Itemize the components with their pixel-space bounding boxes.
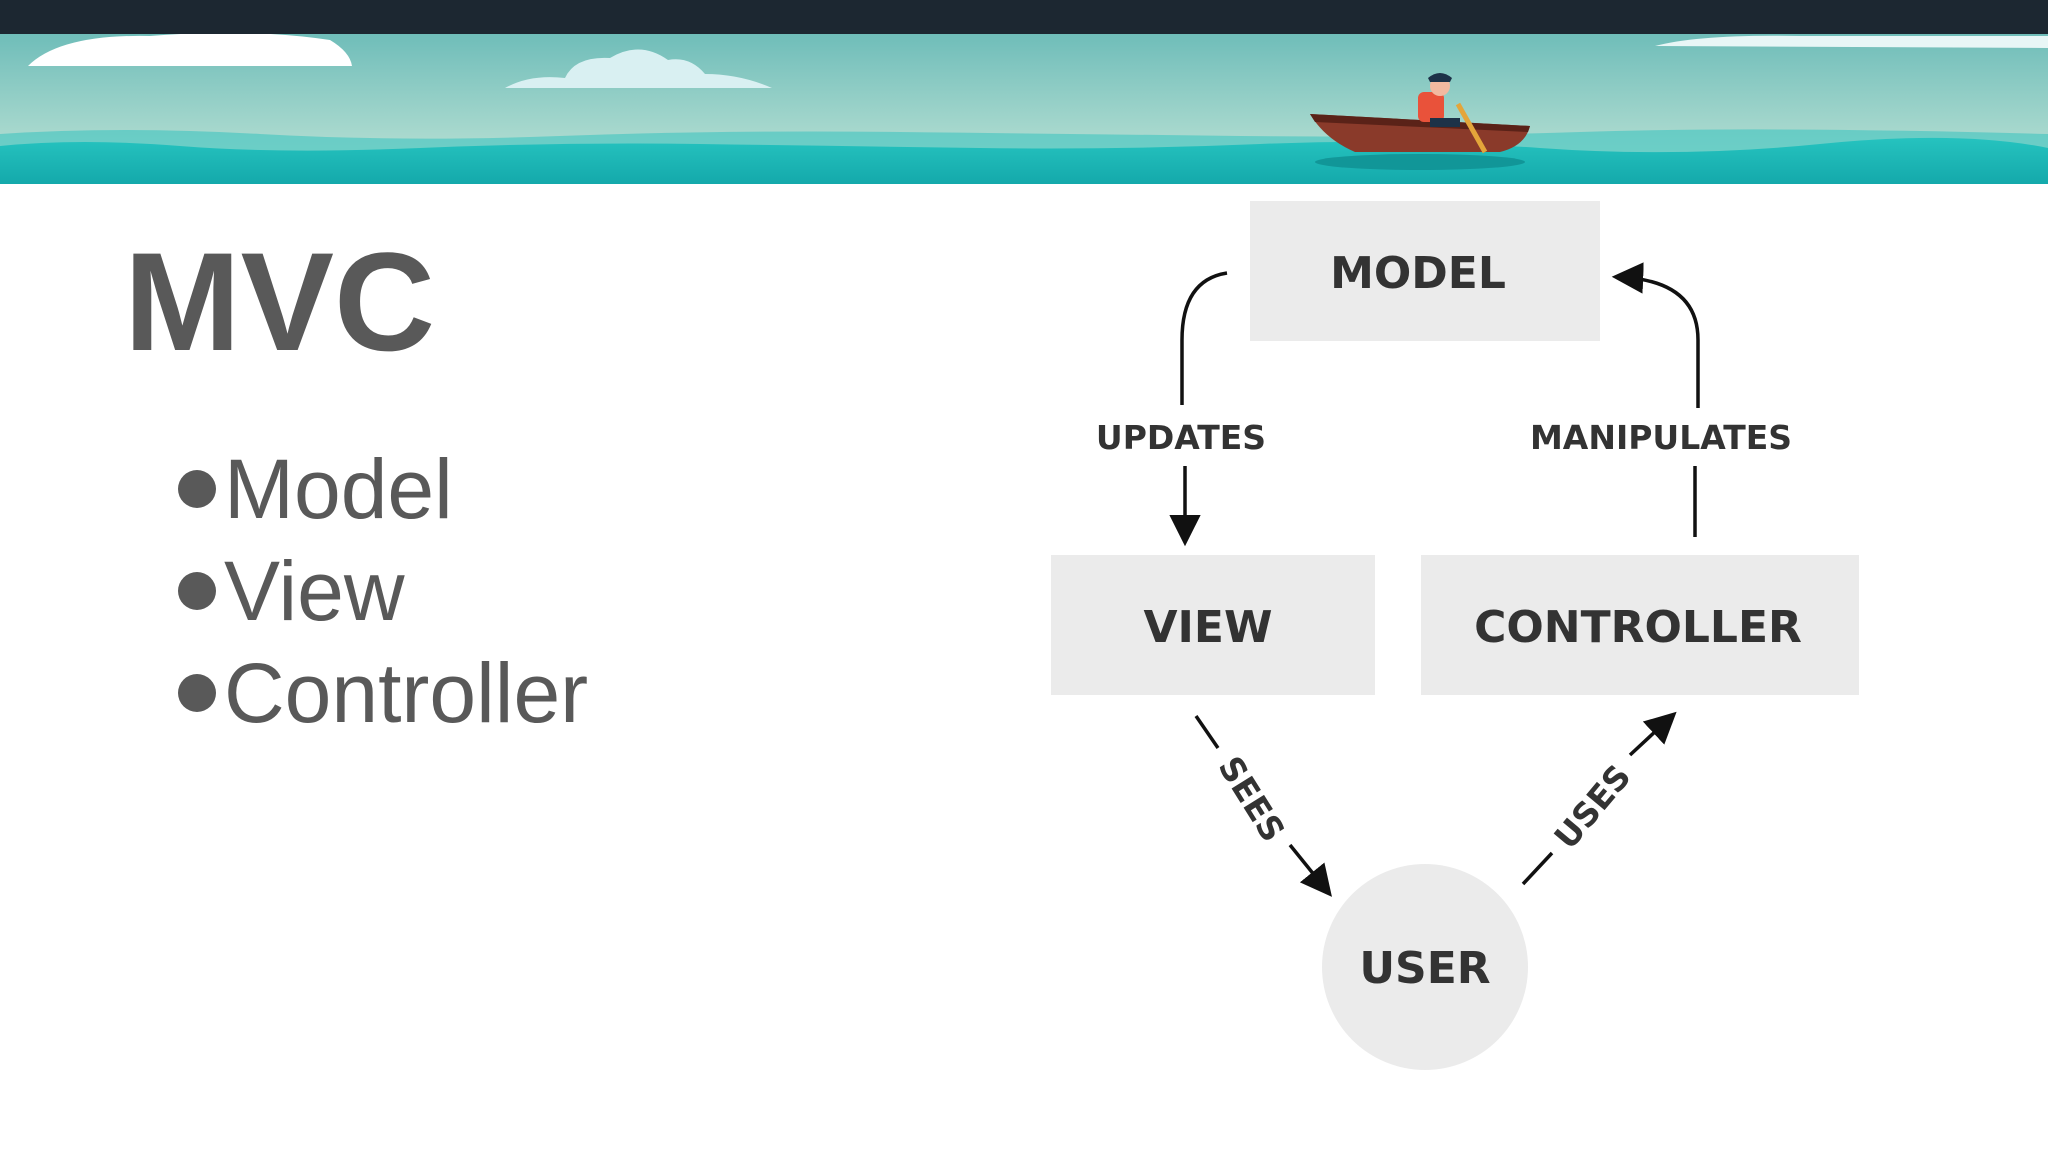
- bullet-item-controller: Controller: [178, 642, 588, 744]
- cloud-right: [1655, 35, 2048, 48]
- uses-arrow-line-start: [1521, 851, 1554, 886]
- controller-node-label: CONTROLLER: [1474, 602, 1802, 653]
- uses-arrow-line-end: [1628, 711, 1677, 757]
- bullet-dot-icon: [178, 674, 216, 712]
- controller-node: [1421, 555, 1859, 695]
- sees-edge-label: SEES: [1211, 749, 1293, 848]
- bullet-item-view: View: [178, 540, 588, 642]
- bullet-dot-icon: [178, 572, 216, 610]
- updates-arrow-curve: [1180, 271, 1228, 405]
- manipulates-edge-label: MANIPULATES: [1530, 418, 1792, 457]
- bullet-dot-icon: [178, 470, 216, 508]
- updates-edge-label: UPDATES: [1096, 418, 1266, 457]
- slide-title: MVC: [124, 223, 436, 380]
- boat-icon: [1310, 73, 1530, 154]
- uses-edge-label: USES: [1546, 757, 1638, 856]
- view-node: [1051, 555, 1375, 695]
- sees-arrow-line-end: [1288, 843, 1332, 897]
- sees-arrow-line-start: [1194, 715, 1220, 749]
- cloud-middle: [505, 49, 772, 88]
- top-bar: [0, 0, 2048, 34]
- bullet-item-model: Model: [178, 438, 588, 540]
- cloud-left: [28, 34, 352, 66]
- model-node-label: MODEL: [1330, 248, 1506, 299]
- ocean-banner-illustration: [0, 34, 2048, 184]
- view-node-label: VIEW: [1143, 602, 1272, 653]
- model-node: [1250, 201, 1600, 341]
- bullet-text: View: [224, 544, 405, 638]
- bullet-text: Controller: [224, 646, 589, 740]
- user-node-label: USER: [1359, 943, 1490, 994]
- bullet-list: Model View Controller: [178, 438, 588, 744]
- sea-waves: [0, 137, 2048, 184]
- user-node: [1322, 864, 1528, 1070]
- bullet-text: Model: [224, 442, 453, 536]
- manipulates-arrow-curve: [1611, 262, 1700, 408]
